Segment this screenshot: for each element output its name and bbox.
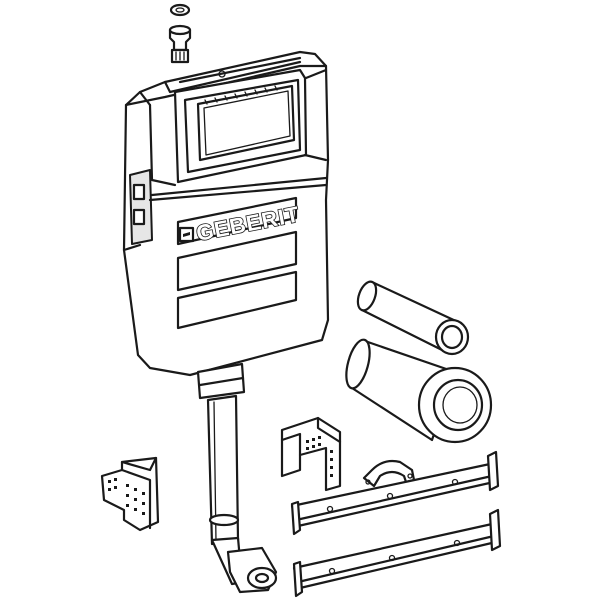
pipe-elbow [210, 536, 278, 594]
wall-bracket-left [100, 456, 160, 532]
fixing-rail-upper [290, 450, 500, 536]
concealed-cistern [122, 50, 330, 400]
connection-valve [168, 3, 192, 64]
wall-bracket-center [280, 416, 342, 492]
connector-pipe [356, 280, 470, 356]
fixing-rail-lower [292, 508, 502, 598]
wc-connector-bend [345, 338, 493, 444]
flush-pipe [206, 394, 240, 546]
